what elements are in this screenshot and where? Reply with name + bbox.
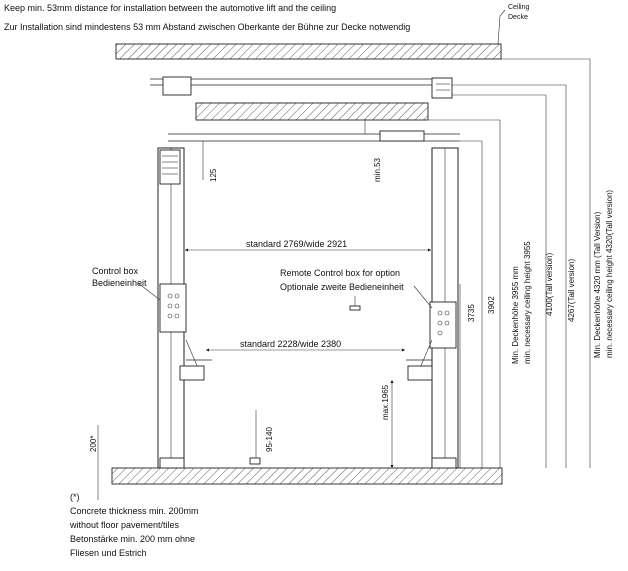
- ceiling-label-de: Decke: [508, 14, 528, 21]
- dim-3902: 3902: [487, 296, 496, 314]
- floor-slab: [111, 467, 503, 485]
- ceiling-leader: [497, 9, 506, 45]
- beam-top-endcap: [431, 77, 453, 99]
- dim-125: 125: [209, 168, 218, 182]
- dim-4320-de: Min. Deckenhöhe 4320 mm (Tall Version): [593, 211, 602, 358]
- dim-standard-mid: standard 2228/wide 2380: [240, 339, 341, 349]
- dim-3735: 3735: [467, 304, 476, 322]
- footnote-line1: Concrete thickness min. 200mm: [70, 506, 199, 516]
- dim-95-140: 95-140: [265, 427, 274, 452]
- right-post-base: [431, 457, 457, 469]
- footnote-marker: (*): [70, 492, 80, 502]
- footnote-line4: Fliesen und Estrich: [70, 548, 147, 558]
- remote-box-label-de: Optionale zweite Bedieneinheit: [280, 282, 404, 292]
- footnote-line2: without floor pavement/tiles: [69, 520, 180, 530]
- footnote-line3: Betonstärke min. 200 mm ohne: [70, 534, 195, 544]
- note-german: Zur Installation sind mindestens 53 mm A…: [4, 22, 410, 32]
- left-lift-pad: [179, 365, 205, 381]
- left-post-base: [159, 457, 185, 469]
- dim-4100: 4100(Tall version): [545, 253, 554, 316]
- left-post-motor: [159, 149, 181, 185]
- dim-4320-en: min. necessary ceiling height 4320(Tall …: [605, 190, 614, 358]
- dim-3955-de: Min. Deckenhöhe 3955 mm: [511, 266, 520, 364]
- right-lift-pad: [407, 365, 433, 381]
- ceiling-label-en: Ceiling: [508, 4, 530, 11]
- control-box-label-en: Control box: [92, 266, 139, 276]
- dim-200: 200*: [89, 436, 98, 452]
- remote-box-label-en: Remote Control box for option: [280, 268, 400, 278]
- ceiling-slab: [115, 43, 502, 60]
- dim-standard-top: standard 2769/wide 2921: [246, 239, 347, 249]
- remote-control-box: [429, 301, 457, 349]
- dim-min53: min.53: [373, 157, 382, 182]
- control-box-label-de: Bedieneinheit: [92, 278, 147, 288]
- dim-4267: 4267(Tall version): [567, 259, 576, 322]
- control-box: [159, 283, 187, 333]
- upper-hatched-block: [195, 102, 429, 121]
- dim-3955-en: min. necessary ceiling height 3955: [523, 241, 532, 364]
- note-english: Keep min. 53mm distance for installation…: [4, 3, 336, 13]
- dim-max1965: max.1965: [381, 384, 390, 420]
